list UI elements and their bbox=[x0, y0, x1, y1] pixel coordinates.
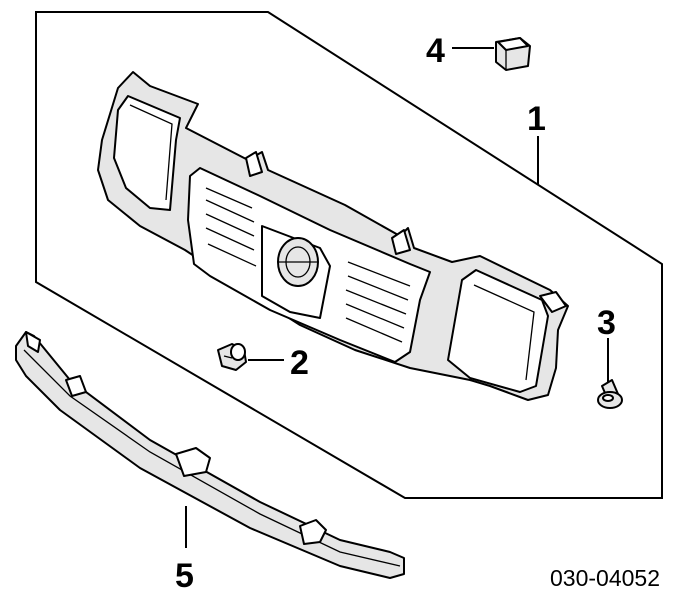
assembly-boundary bbox=[35, 11, 663, 499]
molding-part-5[interactable] bbox=[15, 331, 405, 579]
callout-3: 3 bbox=[597, 304, 616, 342]
callout-1: 1 bbox=[527, 100, 546, 138]
callout-2: 2 bbox=[290, 344, 309, 382]
grille-part[interactable] bbox=[97, 71, 569, 401]
push-clip-part-3[interactable] bbox=[597, 379, 623, 409]
callout-5: 5 bbox=[175, 557, 194, 595]
clip-part-2[interactable] bbox=[217, 343, 247, 371]
reference-code: 030-04052 bbox=[550, 565, 660, 591]
retainer-part-4[interactable] bbox=[495, 37, 531, 71]
callout-4: 4 bbox=[426, 32, 445, 70]
